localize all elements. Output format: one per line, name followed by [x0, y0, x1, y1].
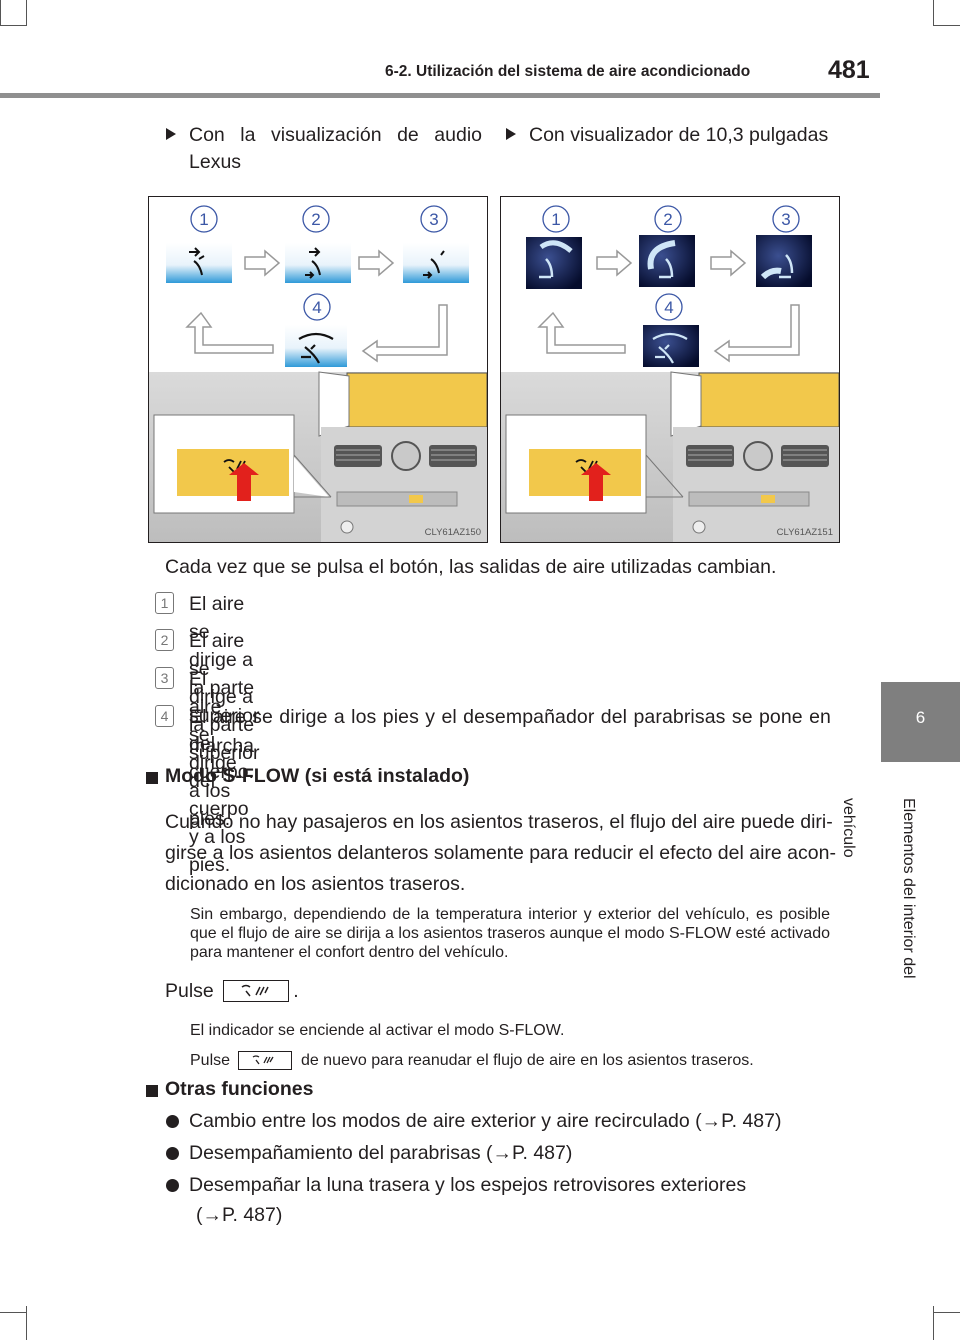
- other-functions-heading: Otras funciones: [165, 1078, 314, 1100]
- svg-text:2: 2: [311, 210, 320, 229]
- svg-text:4: 4: [312, 298, 321, 317]
- step-number-badge: 3: [155, 667, 174, 689]
- left-title-line2: Lexus: [189, 151, 242, 173]
- triangle-bullet-icon: [506, 128, 516, 140]
- crop-mark: [933, 1312, 960, 1313]
- page-number: 481: [828, 56, 870, 84]
- step-number-badge: 4: [155, 705, 174, 727]
- step-1: 1 El aire se dirige a la parte superior …: [155, 590, 259, 783]
- crop-mark: [0, 1312, 26, 1313]
- sflow-button-icon: [238, 1051, 293, 1070]
- crop-mark: [0, 0, 1, 26]
- step-text: El aire se dirige a los pies y el desemp…: [189, 706, 831, 728]
- sflow-heading: Modo S-FLOW (si está instalado): [165, 765, 470, 787]
- svg-text:2: 2: [663, 210, 672, 229]
- left-title-line1: Con la visualización de audio: [189, 124, 482, 146]
- other-item-2: Desempañamiento del parabrisas (→P. 487): [189, 1142, 573, 1164]
- triangle-bullet-icon: [166, 128, 176, 140]
- step-text-cont: marcha: [189, 735, 255, 757]
- svg-text:3: 3: [781, 210, 790, 229]
- figure-10-3-inch-display: 1 2 3 4: [500, 196, 840, 543]
- svg-text:1: 1: [199, 210, 208, 229]
- sflow-note: Sin embargo, dependiendo de la temperatu…: [190, 906, 830, 961]
- other-item-1: Cambio entre los modos de aire exterior …: [189, 1110, 782, 1132]
- right-title-text: Con visualizador de 10,3 pulgadas: [529, 124, 829, 146]
- sflow-line: girse a los asientos delanteros solament…: [165, 842, 836, 864]
- step-number-badge: 1: [155, 592, 174, 614]
- bullet-dot: [166, 1147, 179, 1160]
- svg-text:1: 1: [551, 210, 560, 229]
- header-rule: [0, 93, 880, 98]
- left-column-title: Con la visualización de audio Lexus: [166, 122, 482, 176]
- section-title: 6-2. Utilización del sistema de aire aco…: [385, 63, 751, 80]
- other-item-3-ref: (→P. 487): [196, 1204, 283, 1226]
- indicator-note: El indicador se enciende al activar el m…: [190, 1022, 565, 1039]
- crop-mark: [933, 1306, 934, 1340]
- svg-text:4: 4: [664, 298, 673, 317]
- sflow-paragraph: Cuando no hay pasajeros en los asientos …: [165, 807, 836, 900]
- press-text: Pulse: [165, 980, 214, 1002]
- step-3: 3 El aire se dirige a los pies.: [155, 665, 237, 830]
- right-column-title: Con visualizador de 10,3 pulgadas: [506, 122, 828, 149]
- sflow-line: dicionado en los asientos traseros.: [165, 873, 466, 895]
- figure-lexus-audio-display: 1 2 3 4: [148, 196, 488, 543]
- section-square-bullet: [146, 1085, 158, 1097]
- figure-code: CLY61AZ151: [776, 527, 833, 538]
- crop-mark: [26, 0, 27, 26]
- press-again-note: Pulse de nuevo para reanudar el flujo de…: [190, 1051, 840, 1070]
- step-text: El aire se dirige a la parte superior de…: [189, 630, 260, 876]
- step-text: El aire se dirige a los pies.: [189, 668, 237, 830]
- press-again-text-2: de nuevo para reanudar el flujo de aire …: [300, 1052, 754, 1069]
- chapter-label: Elementos del interior del vehículo: [840, 798, 917, 979]
- section-square-bullet: [146, 772, 158, 784]
- sflow-line: Cuando no hay pasajeros en los asientos …: [165, 811, 833, 833]
- crop-mark: [26, 1306, 27, 1340]
- chapter-tab[interactable]: 6: [881, 682, 960, 762]
- crop-mark: [933, 25, 960, 26]
- crop-mark: [933, 0, 934, 26]
- crop-mark: [0, 25, 26, 26]
- bullet-dot: [166, 1115, 179, 1128]
- sflow-button-icon: [223, 980, 290, 1002]
- step-text: El aire se dirige a la parte superior de…: [189, 593, 260, 783]
- press-instruction: Pulse .: [165, 978, 299, 1005]
- other-item-3: Desempañar la luna trasera y los espejos…: [189, 1174, 747, 1196]
- bullet-dot: [166, 1179, 179, 1192]
- step-number-badge: 2: [155, 629, 174, 651]
- step-4: 4 El aire se dirige a los pies y el dese…: [155, 703, 835, 757]
- chapter-number: 6: [915, 708, 926, 727]
- press-again-text: Pulse: [190, 1052, 231, 1069]
- svg-text:3: 3: [429, 210, 438, 229]
- step-2: 2 El aire se dirige a la parte superior …: [155, 627, 259, 876]
- intro-text: Cada vez que se pulsa el botón, las sali…: [165, 556, 777, 578]
- press-end: .: [293, 980, 299, 1002]
- figure-code: CLY61AZ150: [424, 527, 481, 538]
